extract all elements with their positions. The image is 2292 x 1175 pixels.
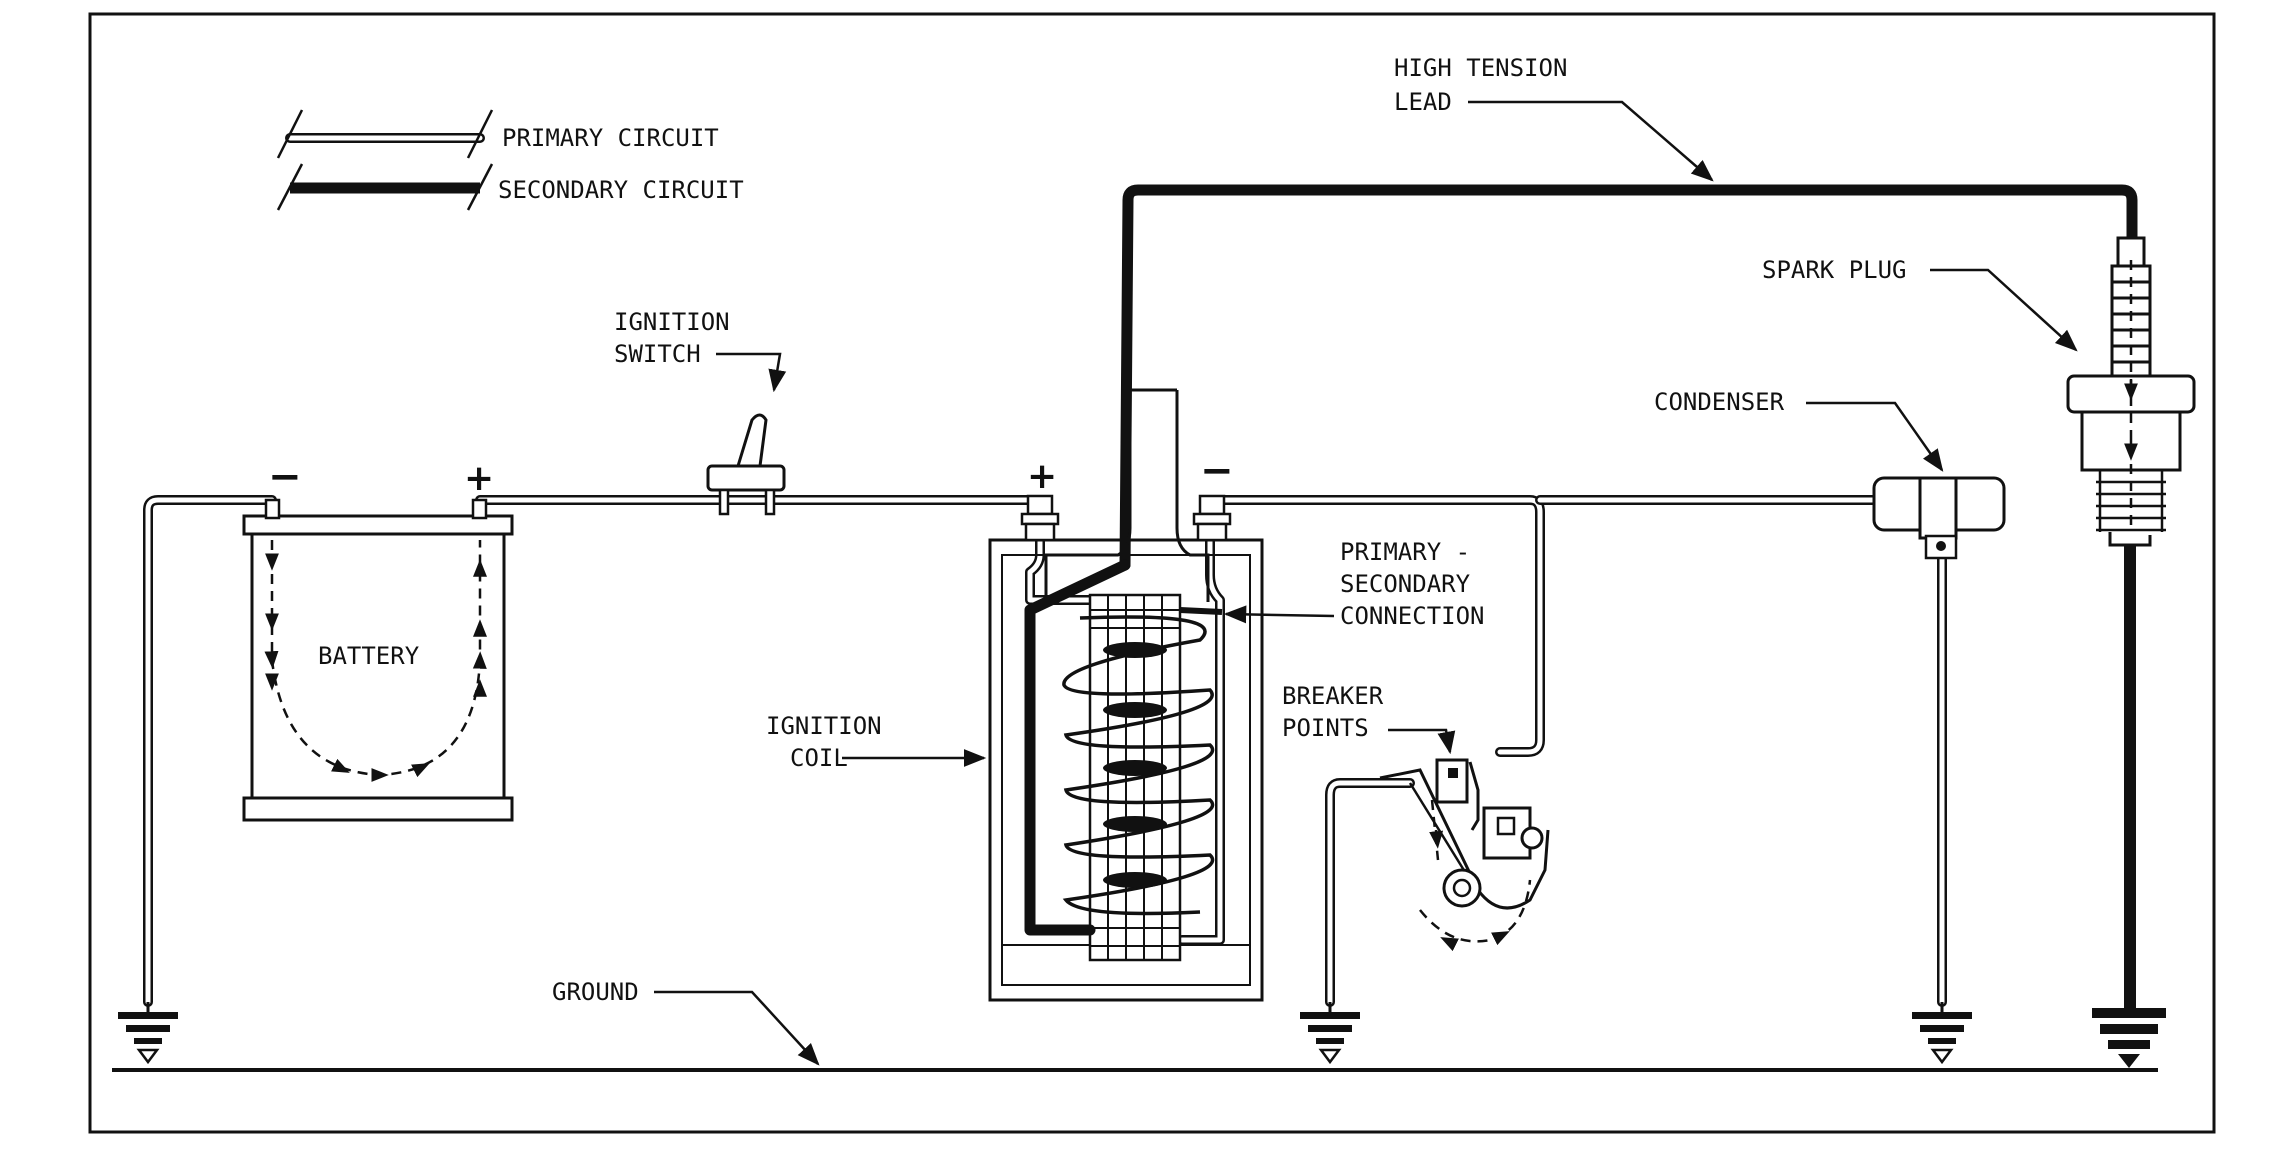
ignition-coil-label-1: IGNITION	[766, 712, 882, 740]
breaker-current-flow	[1419, 879, 1532, 943]
ignition-switch-label-2: SWITCH	[614, 340, 701, 368]
legend-secondary-label: SECONDARY CIRCUIT	[498, 176, 744, 204]
ground-label: GROUND	[552, 978, 639, 1006]
battery-current-flow	[264, 540, 487, 783]
coil-negative-sign: −	[1200, 448, 1234, 494]
ignition-coil: + −	[988, 388, 1264, 1002]
ground-pointer	[654, 990, 820, 1066]
spark-plug-pointer	[1930, 268, 2078, 352]
battery-positive-sign: +	[464, 458, 494, 499]
coil-negative-terminal	[1192, 494, 1232, 542]
ground-symbol-breaker	[1298, 1000, 1362, 1064]
high-tension-lead	[1119, 184, 2138, 1010]
ground-symbol-battery	[116, 1000, 180, 1064]
primary-secondary-label-1: PRIMARY -	[1340, 538, 1470, 566]
ignition-switch-label-1: IGNITION	[614, 308, 730, 336]
ground-symbol-condenser	[1910, 1000, 1974, 1064]
battery-negative-sign: −	[268, 454, 302, 500]
coil-primary-winding	[1062, 615, 1215, 916]
diagram-frame	[88, 12, 2216, 1134]
breaker-points-label-1: BREAKER	[1282, 682, 1384, 710]
high-tension-pointer	[1468, 100, 1714, 182]
breaker-points-label-2: POINTS	[1282, 714, 1369, 742]
spark-plug	[2066, 236, 2196, 547]
ignition-switch-pointer	[716, 352, 787, 393]
ground-symbol-spark-plug	[2092, 1008, 2166, 1068]
primary-secondary-label-2: SECONDARY	[1340, 570, 1471, 598]
ignition-switch	[706, 413, 786, 516]
high-tension-label-1: HIGH TENSION	[1394, 54, 1567, 82]
breaker-points-pointer	[1388, 728, 1456, 755]
battery-negative-post	[264, 498, 281, 520]
coil-positive-terminal	[1020, 494, 1060, 542]
legend-primary-swatch	[276, 109, 494, 159]
high-tension-label-2: LEAD	[1394, 88, 1452, 116]
battery: BATTERY − +	[242, 454, 514, 822]
primary-secondary-pointer	[1223, 605, 1335, 624]
primary-secondary-label-3: CONNECTION	[1340, 602, 1485, 630]
battery-label: BATTERY	[318, 642, 420, 670]
condenser-label: CONDENSER	[1654, 388, 1785, 416]
coil-secondary-winding	[1103, 642, 1167, 888]
spark-plug-label: SPARK PLUG	[1762, 256, 1907, 284]
legend-primary-label: PRIMARY CIRCUIT	[502, 124, 719, 152]
condenser	[1872, 476, 2006, 560]
legend: PRIMARY CIRCUIT SECONDARY CIRCUIT	[276, 109, 744, 211]
battery-positive-post	[471, 498, 488, 520]
ignition-coil-label-2: COIL	[790, 744, 848, 772]
breaker-points	[1379, 758, 1550, 952]
coil-positive-sign: +	[1027, 456, 1057, 497]
legend-secondary-swatch	[276, 163, 494, 211]
condenser-pointer	[1806, 401, 1944, 472]
